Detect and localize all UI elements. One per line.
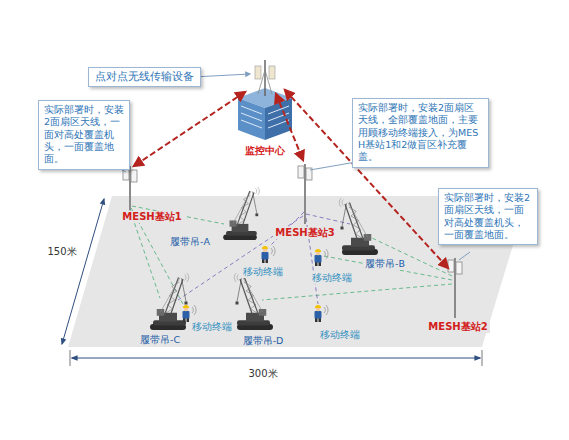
crane-label: 履带吊-D <box>241 335 286 346</box>
crane-label: 履带吊-A <box>168 236 212 247</box>
dimension-label: 300米 <box>246 368 279 380</box>
crawler-cranes <box>150 187 378 330</box>
station-label: MESH基站3 <box>273 227 336 239</box>
crane-label: 履带吊-C <box>138 334 182 345</box>
terminal-label: 移动终端 <box>190 321 234 332</box>
terminal-label: 移动终端 <box>241 266 285 277</box>
callout-box: 实际部署时，安装2面扇区天线，一面对高处覆盖机头，一面覆盖地面。 <box>438 188 538 245</box>
callout-box: 点对点无线传输设备 <box>88 67 201 87</box>
station-label: MESH基站1 <box>120 211 183 223</box>
dimension-label: 150米 <box>45 246 78 258</box>
crane-label: 履带吊-B <box>363 258 407 269</box>
center-label: 监控中心 <box>243 145 287 157</box>
callout-text: 实际部署时，安装2面扇区天线，一面对高处覆盖机头，一面覆盖地面。 <box>444 192 532 241</box>
terminal-label: 移动终端 <box>310 272 354 283</box>
monitoring-building <box>238 60 292 140</box>
callout-box: 实际部署时，安装2面扇区天线，一面对高处覆盖机头，一面覆盖地面。 <box>38 100 130 170</box>
callout-text: 实际部署时，安装2面扇区天线，一面对高处覆盖机头，一面覆盖地面。 <box>44 104 124 166</box>
station-label: MESH基站2 <box>426 321 489 333</box>
mesh-stations <box>123 164 462 318</box>
callout-text: 点对点无线传输设备 <box>95 70 194 84</box>
callout-box: 实际部署时，安装2面扇区天线，全部覆盖地面，主要用顾移动终端接入，为MESH基站… <box>352 98 489 168</box>
callout-text: 实际部署时，安装2面扇区天线，全部覆盖地面，主要用顾移动终端接入，为MESH基站… <box>358 102 483 164</box>
mobile-workers <box>183 246 329 322</box>
terminal-label: 移动终端 <box>318 329 362 340</box>
dimension-lines <box>62 199 482 366</box>
